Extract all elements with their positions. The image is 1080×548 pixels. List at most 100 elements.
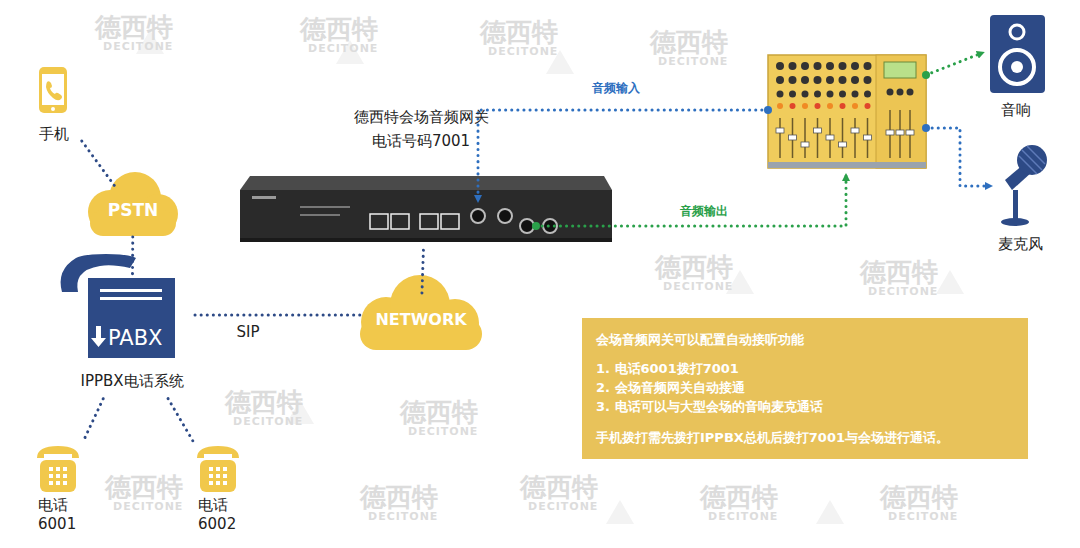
mixer-knob	[851, 76, 859, 84]
mixer-knob	[907, 89, 914, 96]
keypad-key	[56, 467, 60, 471]
watermark: DECITONE	[113, 500, 183, 513]
note-line: 1. 电话6001拨打7001	[596, 359, 1014, 378]
node-label: 电话 6001	[38, 496, 82, 534]
watermark: DECITONE	[708, 510, 778, 523]
dotted-connector	[168, 399, 193, 442]
mixer-knob	[814, 91, 821, 98]
watermark: DECITONE	[528, 500, 598, 513]
audio-wire	[478, 53, 990, 226]
mixer-knob	[776, 62, 784, 70]
diagram-node: 电话 6002	[192, 444, 250, 534]
mixer-knob	[839, 91, 846, 98]
watermark: 德西特	[880, 480, 958, 515]
speaker-icon	[990, 15, 1045, 93]
node-label: 电话 6002	[198, 496, 242, 534]
edge-label: SIP	[235, 323, 262, 341]
watermark: 德西特	[700, 480, 778, 515]
diagram-node: 麦克风	[978, 140, 1062, 254]
fader-track	[804, 118, 806, 158]
node-label: 手机	[28, 125, 80, 144]
fader-cap	[826, 135, 834, 140]
watermark: DECITONE	[488, 45, 558, 58]
mixer-knob	[777, 91, 784, 98]
diagram-node: 手机	[28, 62, 80, 144]
desk-phone-icon	[197, 446, 239, 492]
keypad-key	[63, 481, 67, 485]
mixer-led	[840, 103, 846, 109]
fader-cap	[789, 135, 797, 140]
note-line: 2. 会场音频网关自动接通	[596, 378, 1014, 397]
fader-cap	[896, 130, 904, 135]
cloud-shape	[88, 172, 178, 236]
fader-track	[779, 118, 781, 158]
watermark: DECITONE	[233, 415, 303, 428]
node-label: 音响	[983, 101, 1049, 120]
fader-cap	[801, 142, 809, 147]
watermark: 德西特	[655, 250, 733, 285]
wire-dot	[922, 71, 930, 79]
keypad-key	[223, 481, 227, 485]
mixer-led	[815, 103, 821, 109]
keypad-key	[216, 481, 220, 485]
mixer-led	[827, 103, 833, 109]
mixer-knob	[887, 89, 894, 96]
mobile-phone-icon	[39, 67, 67, 113]
wire-dot	[922, 124, 930, 132]
mixer-led	[865, 103, 871, 109]
wire-dot	[532, 222, 540, 230]
watermark: 德西特	[650, 25, 728, 60]
watermark: DECITONE	[663, 280, 733, 293]
keypad-key	[223, 467, 227, 471]
watermark: 德西特	[105, 470, 183, 505]
mixer-led	[777, 103, 783, 109]
node-label: 德西特会场音频网关 电话号码7001	[346, 105, 496, 153]
node-label: IPPBX电话系统	[72, 372, 192, 391]
mixer-knob	[864, 62, 872, 70]
mixer-knob	[839, 76, 847, 84]
watermark: 德西特	[520, 470, 598, 505]
diagram-node: NETWORK	[364, 296, 478, 346]
mixer-knob	[826, 76, 834, 84]
keypad-key	[223, 474, 227, 478]
fader-cap	[814, 128, 822, 133]
node-label: PABX	[108, 326, 162, 350]
diagram-node: 德西特会场音频网关 电话号码7001	[238, 105, 614, 245]
gateway-device	[240, 176, 612, 242]
mixer-knob	[801, 62, 809, 70]
mixer-knob	[814, 62, 822, 70]
wire-dot	[764, 106, 772, 114]
fader-track	[854, 118, 856, 158]
watermark: 德西特	[860, 255, 938, 290]
mixer-knob	[802, 91, 809, 98]
mixer-knob	[814, 76, 822, 84]
mixer-knob	[852, 91, 859, 98]
dotted-connector	[422, 248, 424, 293]
watermark: 德西特	[400, 395, 478, 430]
mixer-led	[790, 103, 796, 109]
keypad-key	[49, 481, 53, 485]
fader-track	[817, 118, 819, 158]
dotted-connector	[83, 399, 103, 442]
watermark: 德西特	[225, 385, 303, 420]
diagram-node: PSTN	[92, 188, 174, 234]
watermark: DECITONE	[868, 285, 938, 298]
fader-cap	[839, 142, 847, 147]
mixer-knob	[864, 76, 872, 84]
watermark: 德西特	[480, 15, 558, 50]
watermark: DECITONE	[888, 510, 958, 523]
keypad-key	[209, 481, 213, 485]
microphone-icon	[1001, 145, 1047, 226]
note-line: 手机拨打需先拨打IPPBX总机后拨打7001与会场进行通话。	[596, 428, 1014, 447]
watermark: DECITONE	[408, 425, 478, 438]
note-box: 会场音频网关可以配置自动接听功能1. 电话6001拨打70012. 会场音频网关…	[582, 318, 1028, 459]
fader-cap	[776, 128, 784, 133]
watermark: 德西特	[300, 12, 378, 47]
fader-cap	[906, 130, 914, 135]
mixer-knob	[801, 76, 809, 84]
mixer-knob	[789, 62, 797, 70]
dotted-connector	[195, 314, 361, 317]
mixer-knob	[826, 62, 834, 70]
dotted-connector	[82, 141, 115, 186]
audio-mixer	[768, 55, 926, 168]
